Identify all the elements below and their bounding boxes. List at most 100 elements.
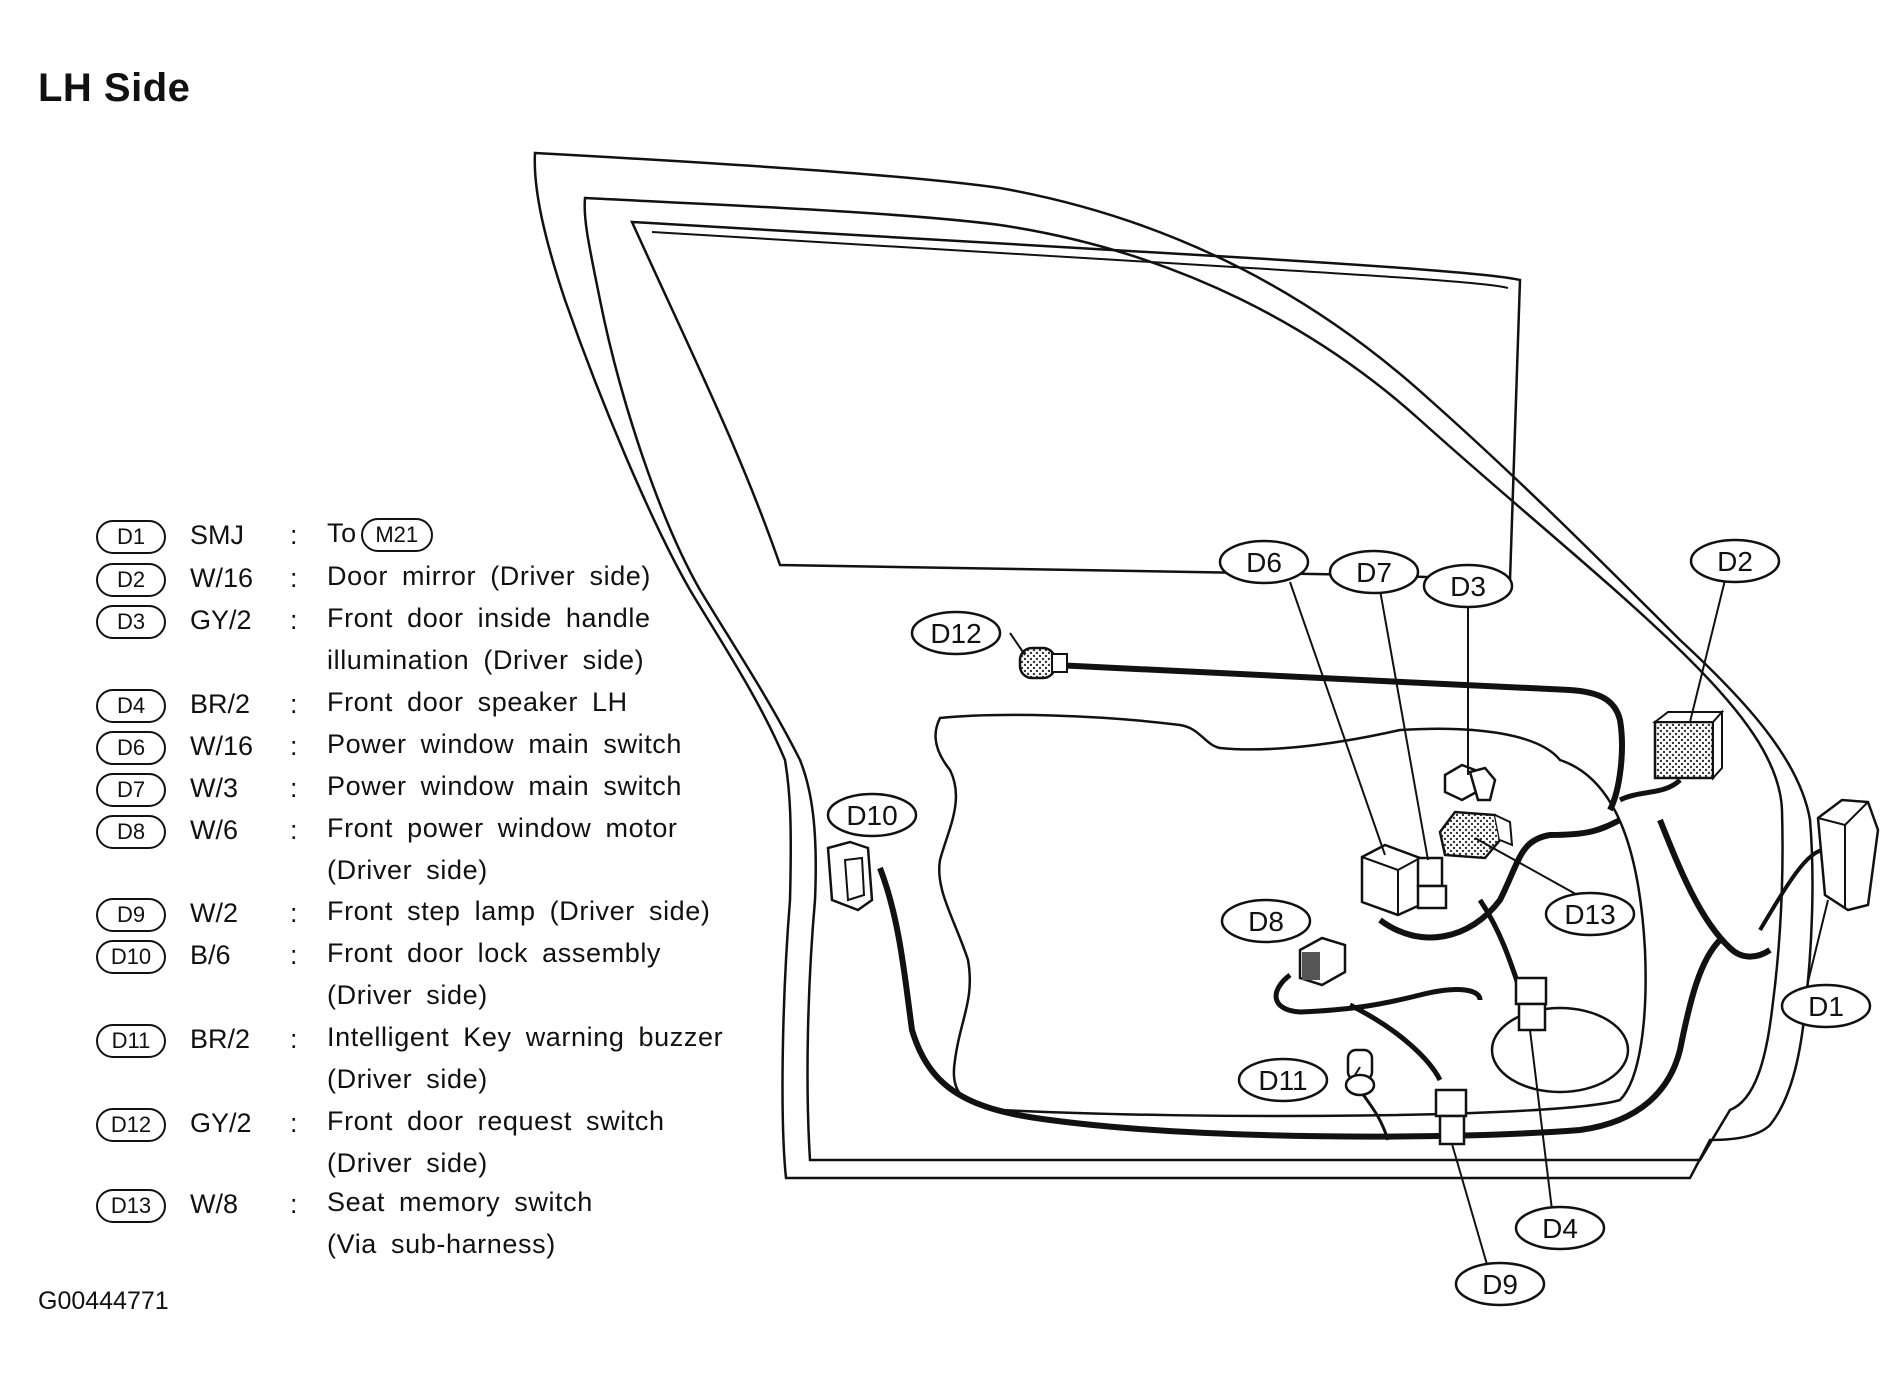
wire-spec: GY/2 xyxy=(190,605,252,635)
svg-text:D10: D10 xyxy=(846,800,897,831)
connector-badge: D9 xyxy=(96,898,166,932)
d2-mirror-connector xyxy=(1652,709,1725,781)
figure-id: G00444771 xyxy=(38,1287,169,1315)
svg-text:D13: D13 xyxy=(1564,899,1615,930)
description-line: (Driver side) xyxy=(327,980,488,1010)
svg-text:D1: D1 xyxy=(1808,991,1844,1022)
callout-d13: D13 xyxy=(1544,891,1636,937)
connector-badge: D11 xyxy=(96,1024,166,1058)
svg-text:D6: D6 xyxy=(1246,547,1282,578)
separator: : xyxy=(290,605,298,635)
window-glass-edge xyxy=(651,231,1509,289)
description-line: Front door speaker LH xyxy=(327,687,628,717)
description-line: To xyxy=(327,518,357,548)
callout-d6: D6 xyxy=(1218,539,1310,585)
svg-text:D7: D7 xyxy=(1356,557,1392,588)
description-line: Power window main switch xyxy=(327,729,683,759)
d12-request-switch xyxy=(1018,646,1068,680)
harness-d1-grommet xyxy=(1758,847,1831,932)
window-frame xyxy=(630,220,1522,582)
callout-d11: D11 xyxy=(1237,1057,1329,1103)
description-line: (Driver side) xyxy=(327,1064,488,1094)
harness-to-d4 xyxy=(1477,898,1523,991)
description-line: Intelligent Key warning buzzer xyxy=(327,1022,724,1052)
page-title: LH Side xyxy=(38,66,191,110)
separator: : xyxy=(290,520,298,550)
callout-d7: D7 xyxy=(1328,549,1420,595)
d6-switch-connector xyxy=(1360,843,1422,917)
connector-description: Front power window motor (Driver side) xyxy=(327,807,757,891)
description-line: (Driver side) xyxy=(327,855,488,885)
separator: : xyxy=(290,689,298,719)
description-line: Front door inside handle xyxy=(327,603,651,633)
wire-spec: BR/2 xyxy=(190,1024,251,1054)
description-line: illumination (Driver side) xyxy=(327,645,645,675)
description-line: (Via sub-harness) xyxy=(327,1229,556,1259)
svg-text:D8: D8 xyxy=(1248,906,1284,937)
callout-d12: D12 xyxy=(910,610,1002,656)
description-line: Front step lamp (Driver side) xyxy=(327,896,711,926)
connector-badge: D7 xyxy=(96,773,166,807)
d10-lock-connector xyxy=(826,840,874,912)
connector-badge: D13 xyxy=(96,1189,166,1223)
description-line: (Driver side) xyxy=(327,1148,488,1178)
wire-spec: W/3 xyxy=(190,773,239,803)
wire-spec: W/2 xyxy=(190,898,239,928)
svg-text:D2: D2 xyxy=(1717,546,1753,577)
separator: : xyxy=(290,898,298,928)
callout-d8: D8 xyxy=(1220,898,1312,944)
speaker-opening xyxy=(1490,1006,1630,1094)
description-line: Front door request switch xyxy=(327,1106,665,1136)
description-line: Front power window motor xyxy=(327,813,678,843)
connector-description: Front step lamp (Driver side) xyxy=(327,890,757,932)
connector-badge: D6 xyxy=(96,731,166,765)
d9-step-lamp-connector xyxy=(1434,1088,1468,1146)
wire-spec: B/6 xyxy=(190,940,231,970)
wire-spec: W/16 xyxy=(190,731,254,761)
callout-d2: D2 xyxy=(1689,538,1781,584)
d8-window-motor-connector xyxy=(1298,936,1347,987)
d13-seat-memory-connector xyxy=(1438,810,1514,860)
connector-description: Door mirror (Driver side) xyxy=(327,555,757,597)
separator: : xyxy=(290,1024,298,1054)
leader-lines xyxy=(1009,579,1829,1269)
connector-description: Intelligent Key warning buzzer (Driver s… xyxy=(327,1016,757,1100)
harness-lower xyxy=(877,866,1723,1140)
connector-description: Front door request switch (Driver side) xyxy=(327,1100,757,1184)
connector-description: Power window main switch xyxy=(327,723,757,765)
d4-speaker-connector xyxy=(1514,976,1548,1032)
callout-d3: D3 xyxy=(1422,563,1514,609)
description-line: Door mirror (Driver side) xyxy=(327,561,652,591)
svg-text:D3: D3 xyxy=(1450,571,1486,602)
connector-badge: D4 xyxy=(96,689,166,723)
wire-spec: SMJ xyxy=(190,520,244,550)
trim-panel-opening xyxy=(934,713,1647,1118)
harness-middle xyxy=(1378,817,1622,941)
separator: : xyxy=(290,731,298,761)
separator: : xyxy=(290,940,298,970)
connector-badge: D12 xyxy=(96,1108,166,1142)
description-line: Power window main switch xyxy=(327,771,683,801)
door-outline xyxy=(533,151,1814,1180)
d1-body-connector xyxy=(1816,798,1880,912)
wire-spec: W/16 xyxy=(190,563,254,593)
connector-description: Front door speaker LH xyxy=(327,681,757,723)
callout-d10: D10 xyxy=(826,792,918,838)
separator: : xyxy=(290,773,298,803)
harness-upper xyxy=(1054,662,1625,812)
d3-handle-connector xyxy=(1443,763,1497,802)
description-line: Seat memory switch xyxy=(327,1187,593,1217)
door-inner-edge xyxy=(583,196,1784,1162)
connector-description: Front door inside handle illumination (D… xyxy=(327,597,757,681)
svg-text:D9: D9 xyxy=(1482,1269,1518,1300)
svg-text:D11: D11 xyxy=(1258,1065,1307,1096)
connector-description: Seat memory switch (Via sub-harness) xyxy=(327,1181,757,1265)
connector-badge: D1 xyxy=(96,520,166,554)
connector-badge: D8 xyxy=(96,815,166,849)
callout-d9: D9 xyxy=(1454,1261,1546,1307)
ref-connector-badge: M21 xyxy=(360,517,433,552)
wire-spec: BR/2 xyxy=(190,689,251,719)
